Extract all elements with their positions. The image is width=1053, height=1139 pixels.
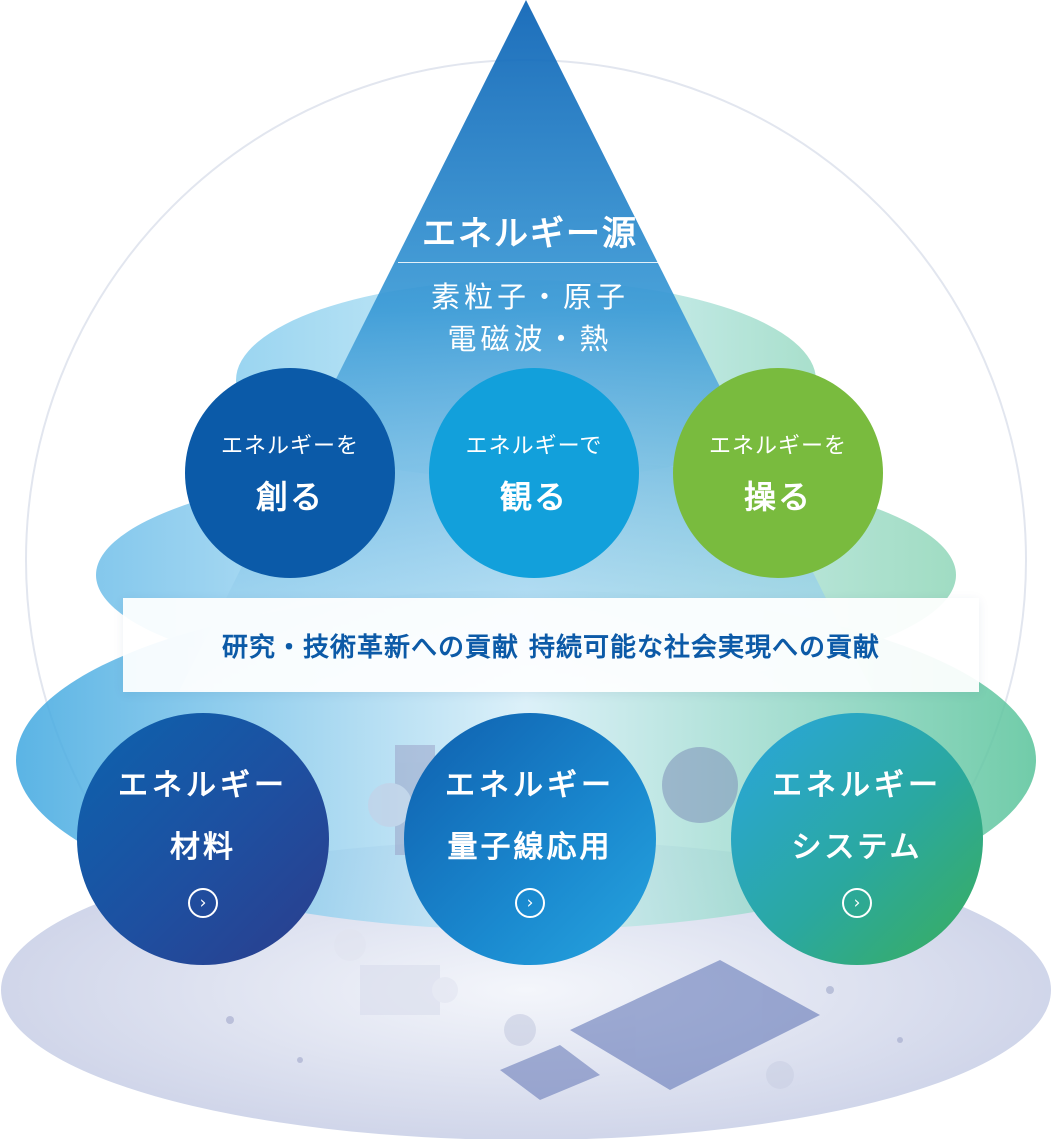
circle-control-line1: エネルギーを <box>708 434 847 459</box>
chevron-right-icon[interactable]: › <box>842 888 872 918</box>
energy-system-line2: システム <box>791 830 923 865</box>
energy-source-line1: 素粒子・原子 <box>430 280 629 314</box>
circle-observe-line2: 観る <box>499 478 568 516</box>
contribution-banner-text: 研究・技術革新への貢献 持続可能な社会実現への貢献 <box>221 632 881 663</box>
chevron-right-icon[interactable]: › <box>188 888 218 918</box>
apex-divider <box>398 262 658 263</box>
chevron-right-icon[interactable]: › <box>515 888 545 918</box>
circle-create-line2: 創る <box>255 478 324 516</box>
energy-system-link[interactable]: エネルギー システム › <box>731 713 983 965</box>
energy-system-line1: エネルギー <box>772 768 942 803</box>
circle-control-energy: エネルギーを 操る <box>673 368 883 578</box>
energy-source-title: エネルギー源 <box>422 214 638 254</box>
circle-observe-line1: エネルギーで <box>465 434 603 459</box>
energy-materials-line2: 材料 <box>170 830 236 865</box>
energy-materials-link[interactable]: エネルギー 材料 › <box>77 713 329 965</box>
contribution-banner: 研究・技術革新への貢献 持続可能な社会実現への貢献 <box>123 598 979 692</box>
circle-create-energy: エネルギーを 創る <box>185 368 395 578</box>
energy-materials-line1: エネルギー <box>118 768 288 803</box>
energy-quantum-line1: エネルギー <box>445 768 615 803</box>
circle-observe-energy: エネルギーで 観る <box>429 368 639 578</box>
circle-create-line1: エネルギーを <box>220 434 359 459</box>
energy-quantum-line2: 量子線応用 <box>447 830 613 865</box>
energy-quantum-beam-link[interactable]: エネルギー 量子線応用 › <box>404 713 656 965</box>
circle-control-line2: 操る <box>743 478 812 516</box>
energy-source-line2: 電磁波・熱 <box>447 322 613 356</box>
